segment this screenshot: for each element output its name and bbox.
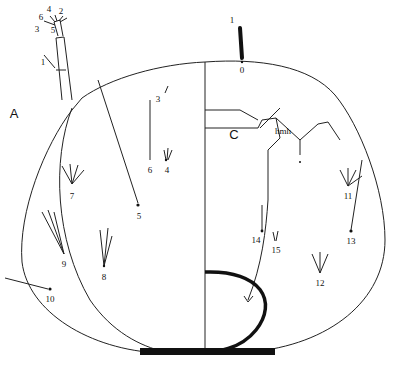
structure-label: hmh (275, 127, 291, 136)
seta-number: 10 (46, 295, 55, 304)
panel-letter: A (10, 107, 19, 120)
panel-letter: C (229, 128, 238, 141)
seta-number: 6 (148, 166, 153, 175)
seta-number: 0 (240, 66, 245, 75)
seta-number: 4 (47, 5, 52, 14)
seta-number: 15 (272, 246, 281, 255)
seta-number: 14 (252, 236, 261, 245)
seta-number: 9 (62, 260, 67, 269)
seta-number: 12 (316, 279, 325, 288)
seta-number: 7 (70, 192, 75, 201)
seta-number: 4 (165, 166, 170, 175)
seta-number: 1 (41, 58, 46, 67)
seta-number: 1 (230, 16, 235, 25)
seta-number: 11 (344, 192, 353, 201)
seta-number: 2 (59, 7, 64, 16)
seta-number: 3 (156, 95, 161, 104)
seta-number: 3 (35, 25, 40, 34)
seta-number: 6 (39, 13, 44, 22)
seta-number: 13 (347, 237, 356, 246)
seta-number: 5 (51, 26, 56, 35)
seta-number: 8 (102, 273, 107, 282)
seta-number: 5 (137, 212, 142, 221)
